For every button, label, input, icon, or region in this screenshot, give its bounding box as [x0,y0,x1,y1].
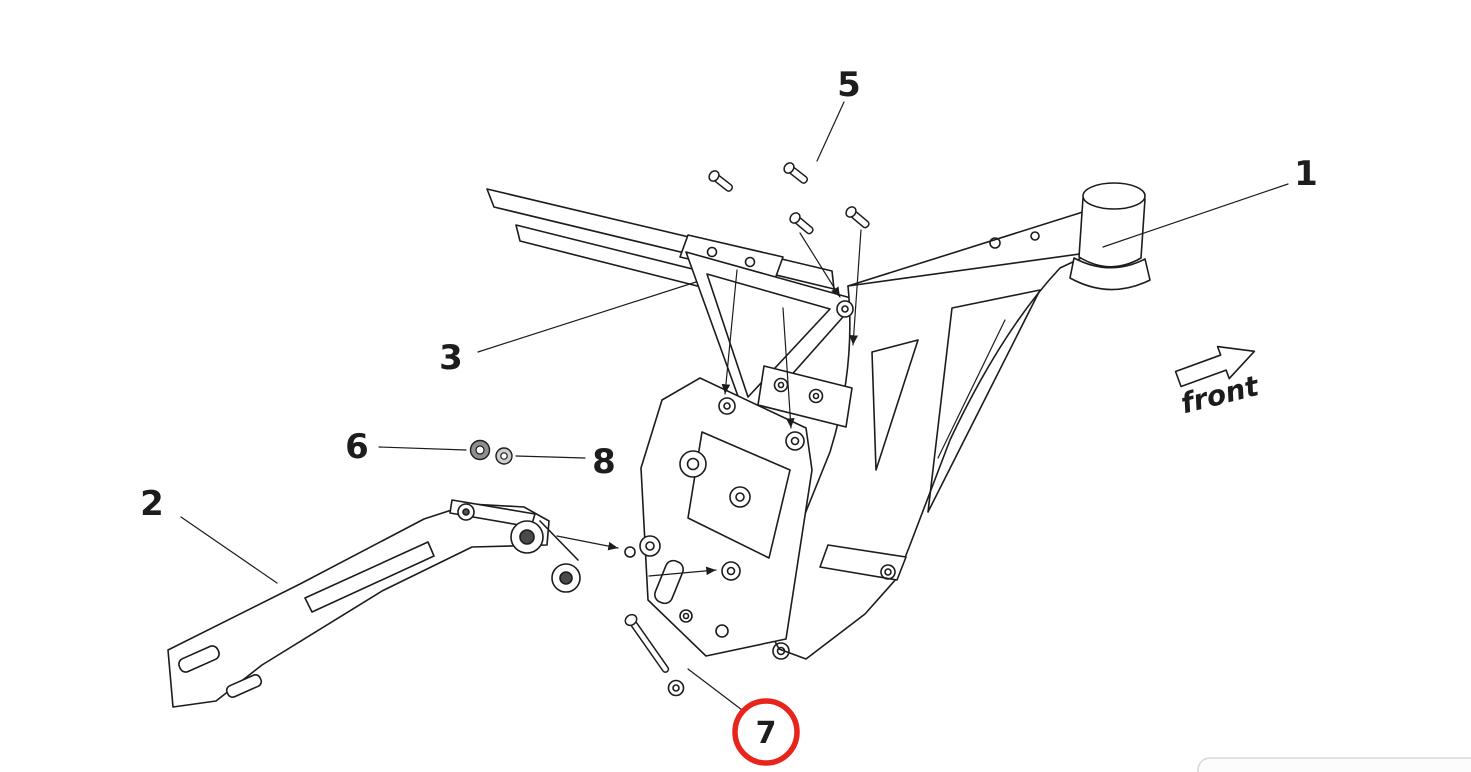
leader-8 [515,455,586,459]
leader-3 [477,281,697,353]
callout-label-8: 8 [592,442,616,482]
swingarm-bracket-part-2 [167,499,581,708]
cropped-panel [1197,757,1471,772]
callout-label-1: 1 [1294,154,1318,194]
bolt-set-part-5 [708,162,870,235]
pointer-arrows [556,229,862,577]
leader-5 [816,101,845,162]
highlight-circle [732,698,800,766]
leader-1 [1102,183,1289,248]
leader-6 [378,446,467,451]
washer-part-6 [469,439,491,461]
leader-2 [180,516,278,584]
main-frame-part-1 [624,182,1151,660]
callout-label-6: 6 [345,427,369,467]
leader-7 [687,668,747,714]
washer-part-8 [495,447,513,465]
front-direction-arrow [1174,345,1256,388]
rear-subframe-part-3 [486,188,859,447]
callout-label-2: 2 [140,484,164,524]
bolt-part-7 [624,613,685,697]
leader-lines [180,101,1289,714]
callout-label-5: 5 [837,65,861,105]
callout-label-3: 3 [439,338,463,378]
callout-label-7: 7 [756,716,777,751]
